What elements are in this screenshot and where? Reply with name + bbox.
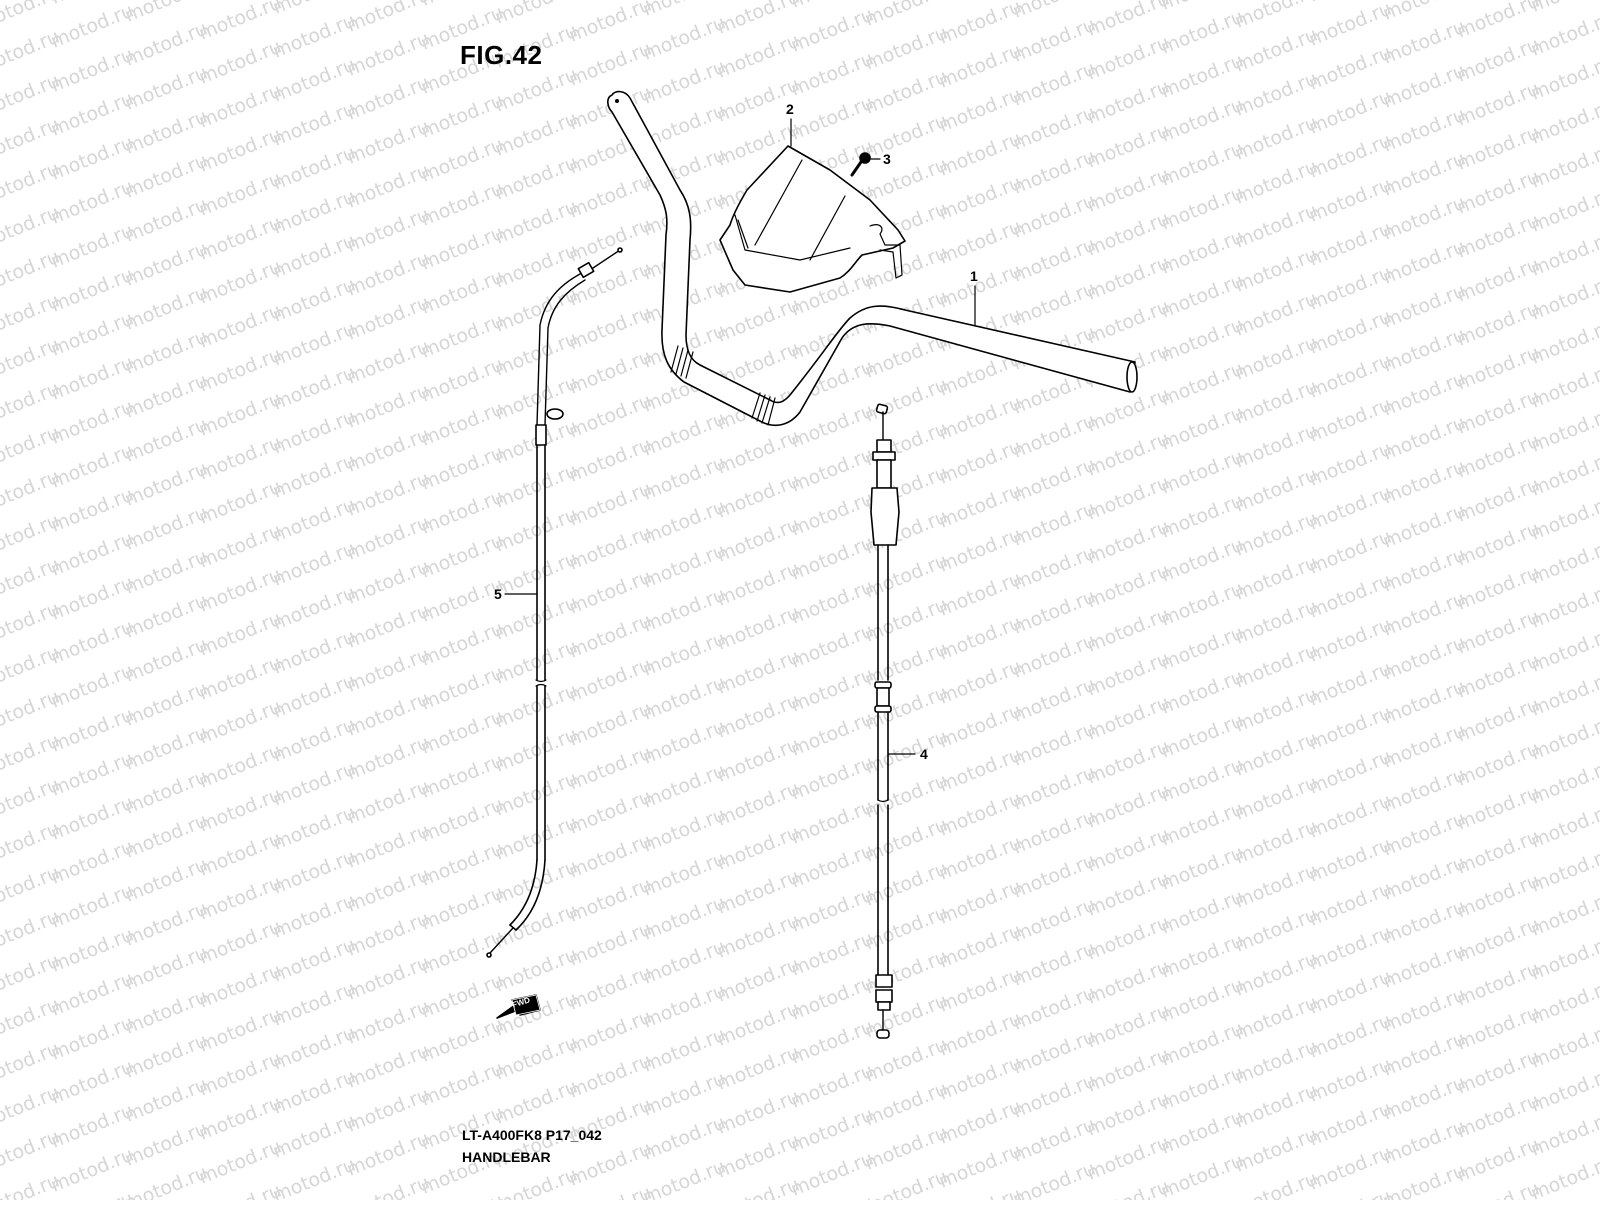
model-code: LT-A400FK8 P17_042 <box>462 1124 602 1146</box>
handlebar-part[interactable] <box>608 92 1137 426</box>
figure-title: FIG.42 <box>460 40 542 71</box>
callout-2[interactable]: 2 <box>786 101 794 117</box>
figure-footer: LT-A400FK8 P17_042 HANDLEBAR <box>462 1124 602 1168</box>
callout-1[interactable]: 1 <box>970 268 978 284</box>
callout-4[interactable]: 4 <box>920 746 928 762</box>
cable-right-part[interactable] <box>871 404 915 1038</box>
handlebar-cover-part[interactable] <box>720 119 905 292</box>
callout-3[interactable]: 3 <box>883 151 891 167</box>
screw-part[interactable] <box>852 153 880 175</box>
cable-left-part[interactable] <box>487 248 622 957</box>
section-name: HANDLEBAR <box>462 1146 602 1168</box>
callout-5[interactable]: 5 <box>494 586 502 602</box>
